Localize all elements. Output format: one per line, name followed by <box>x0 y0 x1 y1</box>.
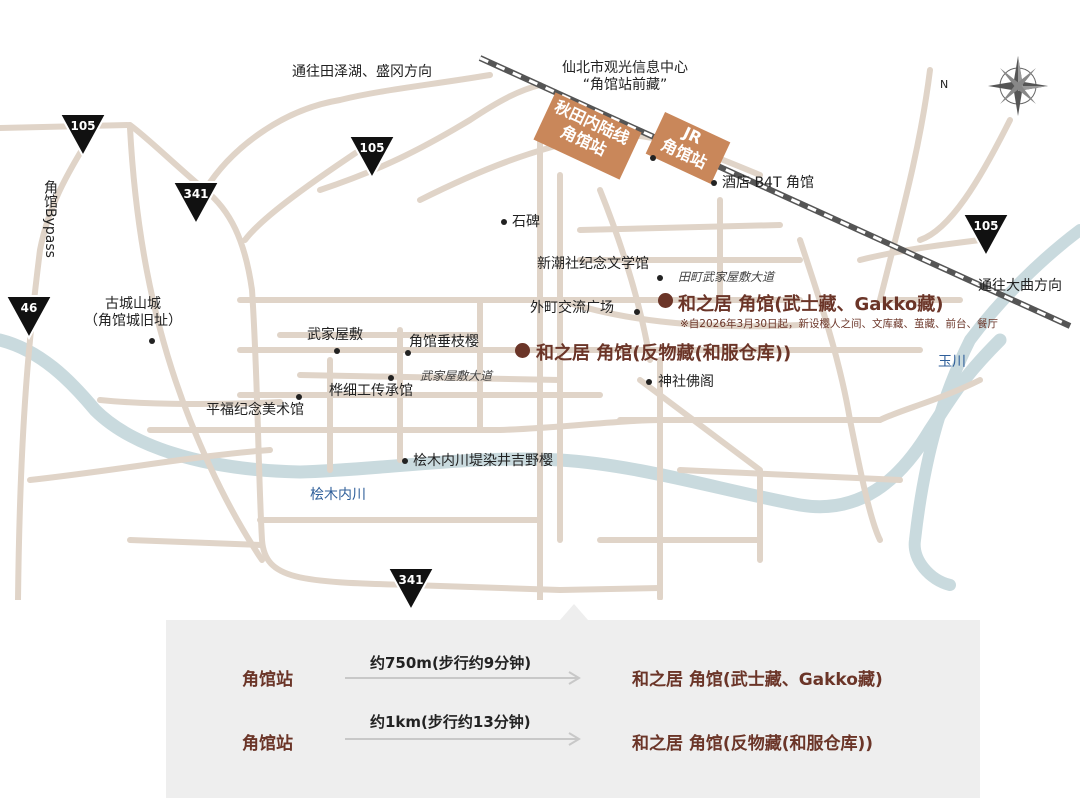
wanoi-bushi-label[interactable]: 和之居 角馆(武士藏、Gakko藏) <box>678 294 944 315</box>
route-1-distance: 约750m(步行约9分钟) <box>370 654 532 672</box>
kabazaiku-label: 桦细工传承馆 <box>329 383 413 399</box>
route-shield-46: 46 <box>4 294 54 340</box>
tourist-center-subname: “角馆站前藏” <box>582 76 668 93</box>
route-1-arrow-icon <box>345 671 581 685</box>
route-number: 105 <box>70 119 96 133</box>
stele-label: 石碑 <box>512 214 540 230</box>
shrine-marker <box>646 379 652 385</box>
route-number: 341 <box>183 187 209 201</box>
wanoi-tanmono-marker <box>515 343 530 358</box>
tamagawa-river-label: 玉川 <box>938 354 966 370</box>
old-castle-label: 古城山城 （角馆城旧址） <box>84 296 182 330</box>
tourist-center-name: 仙北市观光信息中心 <box>562 60 688 76</box>
hinokinai-river <box>0 333 1007 514</box>
hirafuku-label: 平福纪念美术馆 <box>206 402 304 418</box>
rivers <box>0 224 1080 591</box>
hinokinai-river-label: 桧木内川 <box>310 487 366 503</box>
direction-tazawako-morioka: 通往田泽湖、盛冈方向 <box>292 64 432 80</box>
tamachi-street-label: 田町武家屋敷大道 <box>678 270 775 284</box>
access-panel <box>166 620 980 798</box>
route-number: 46 <box>20 301 38 315</box>
route-shield-105-west: 105 <box>58 112 108 158</box>
compass-icon <box>988 56 1048 116</box>
shinchosha-label: 新潮社纪念文学馆 <box>537 256 649 272</box>
shinchosha-marker <box>657 275 663 281</box>
route-2-distance: 约1km(步行约13分钟) <box>370 713 531 731</box>
route-2-to: 和之居 角馆(反物藏(和服仓库)) <box>632 734 873 754</box>
tomachi-square-marker <box>634 309 640 315</box>
old-castle-marker <box>149 338 155 344</box>
bukeyashiki-street-label: 武家屋敷大道 <box>420 369 493 383</box>
route-shield-341-south: 341 <box>386 566 436 612</box>
route-shield-105-north: 105 <box>347 134 397 180</box>
tomachi-square-label: 外町交流广场 <box>530 300 614 316</box>
compass-north-label: N <box>940 78 949 91</box>
route-shield-105-east: 105 <box>961 212 1011 258</box>
bypass-label: 角馆Bypass <box>42 180 58 258</box>
hinokinai-sakura-marker <box>402 458 408 464</box>
bukeyashiki-marker <box>334 348 340 354</box>
direction-omagari: 通往大曲方向 <box>978 278 1062 294</box>
wanoi-tanmono-label[interactable]: 和之居 角馆(反物藏(和服仓库)) <box>536 343 792 364</box>
shidarezakura-marker <box>405 350 411 356</box>
hotel-marker <box>711 180 717 186</box>
route-number: 105 <box>973 219 999 233</box>
tourist-center-label: 仙北市观光信息中心 “角馆站前藏” <box>562 60 688 94</box>
kabazaiku-marker <box>388 375 394 381</box>
old-castle-name: 古城山城 <box>105 296 161 312</box>
roads <box>0 67 1013 600</box>
route-2-arrow-icon <box>345 732 581 746</box>
route-number: 105 <box>359 141 385 155</box>
bukeyashiki-label: 武家屋敷 <box>307 327 363 343</box>
route-2-from: 角馆站 <box>242 734 293 754</box>
route-shield-341-north: 341 <box>171 180 221 226</box>
wanoi-bushi-marker <box>658 293 673 308</box>
route-1-from: 角馆站 <box>242 670 293 690</box>
route-number: 341 <box>398 573 424 587</box>
route-1-to: 和之居 角馆(武士藏、Gakko藏) <box>632 670 883 690</box>
hirafuku-marker <box>296 394 302 400</box>
wanoi-note: ※自2026年3月30日起，新设樱人之间、文库藏、茧藏、前台、餐厅 <box>680 318 999 330</box>
stele-marker <box>501 219 507 225</box>
hotel-label: 酒店 B4T 角馆 <box>722 175 814 191</box>
old-castle-subname: （角馆城旧址） <box>84 312 182 329</box>
panel-notch <box>560 604 588 620</box>
hinokinai-sakura-label: 桧木内川堤染井吉野樱 <box>413 453 553 469</box>
tamagawa-river <box>908 224 1080 591</box>
shrine-label: 神社佛阁 <box>658 374 714 390</box>
map-base <box>0 55 1080 600</box>
tourist-center-marker <box>650 155 656 161</box>
shidarezakura-label: 角馆垂枝樱 <box>409 334 479 350</box>
